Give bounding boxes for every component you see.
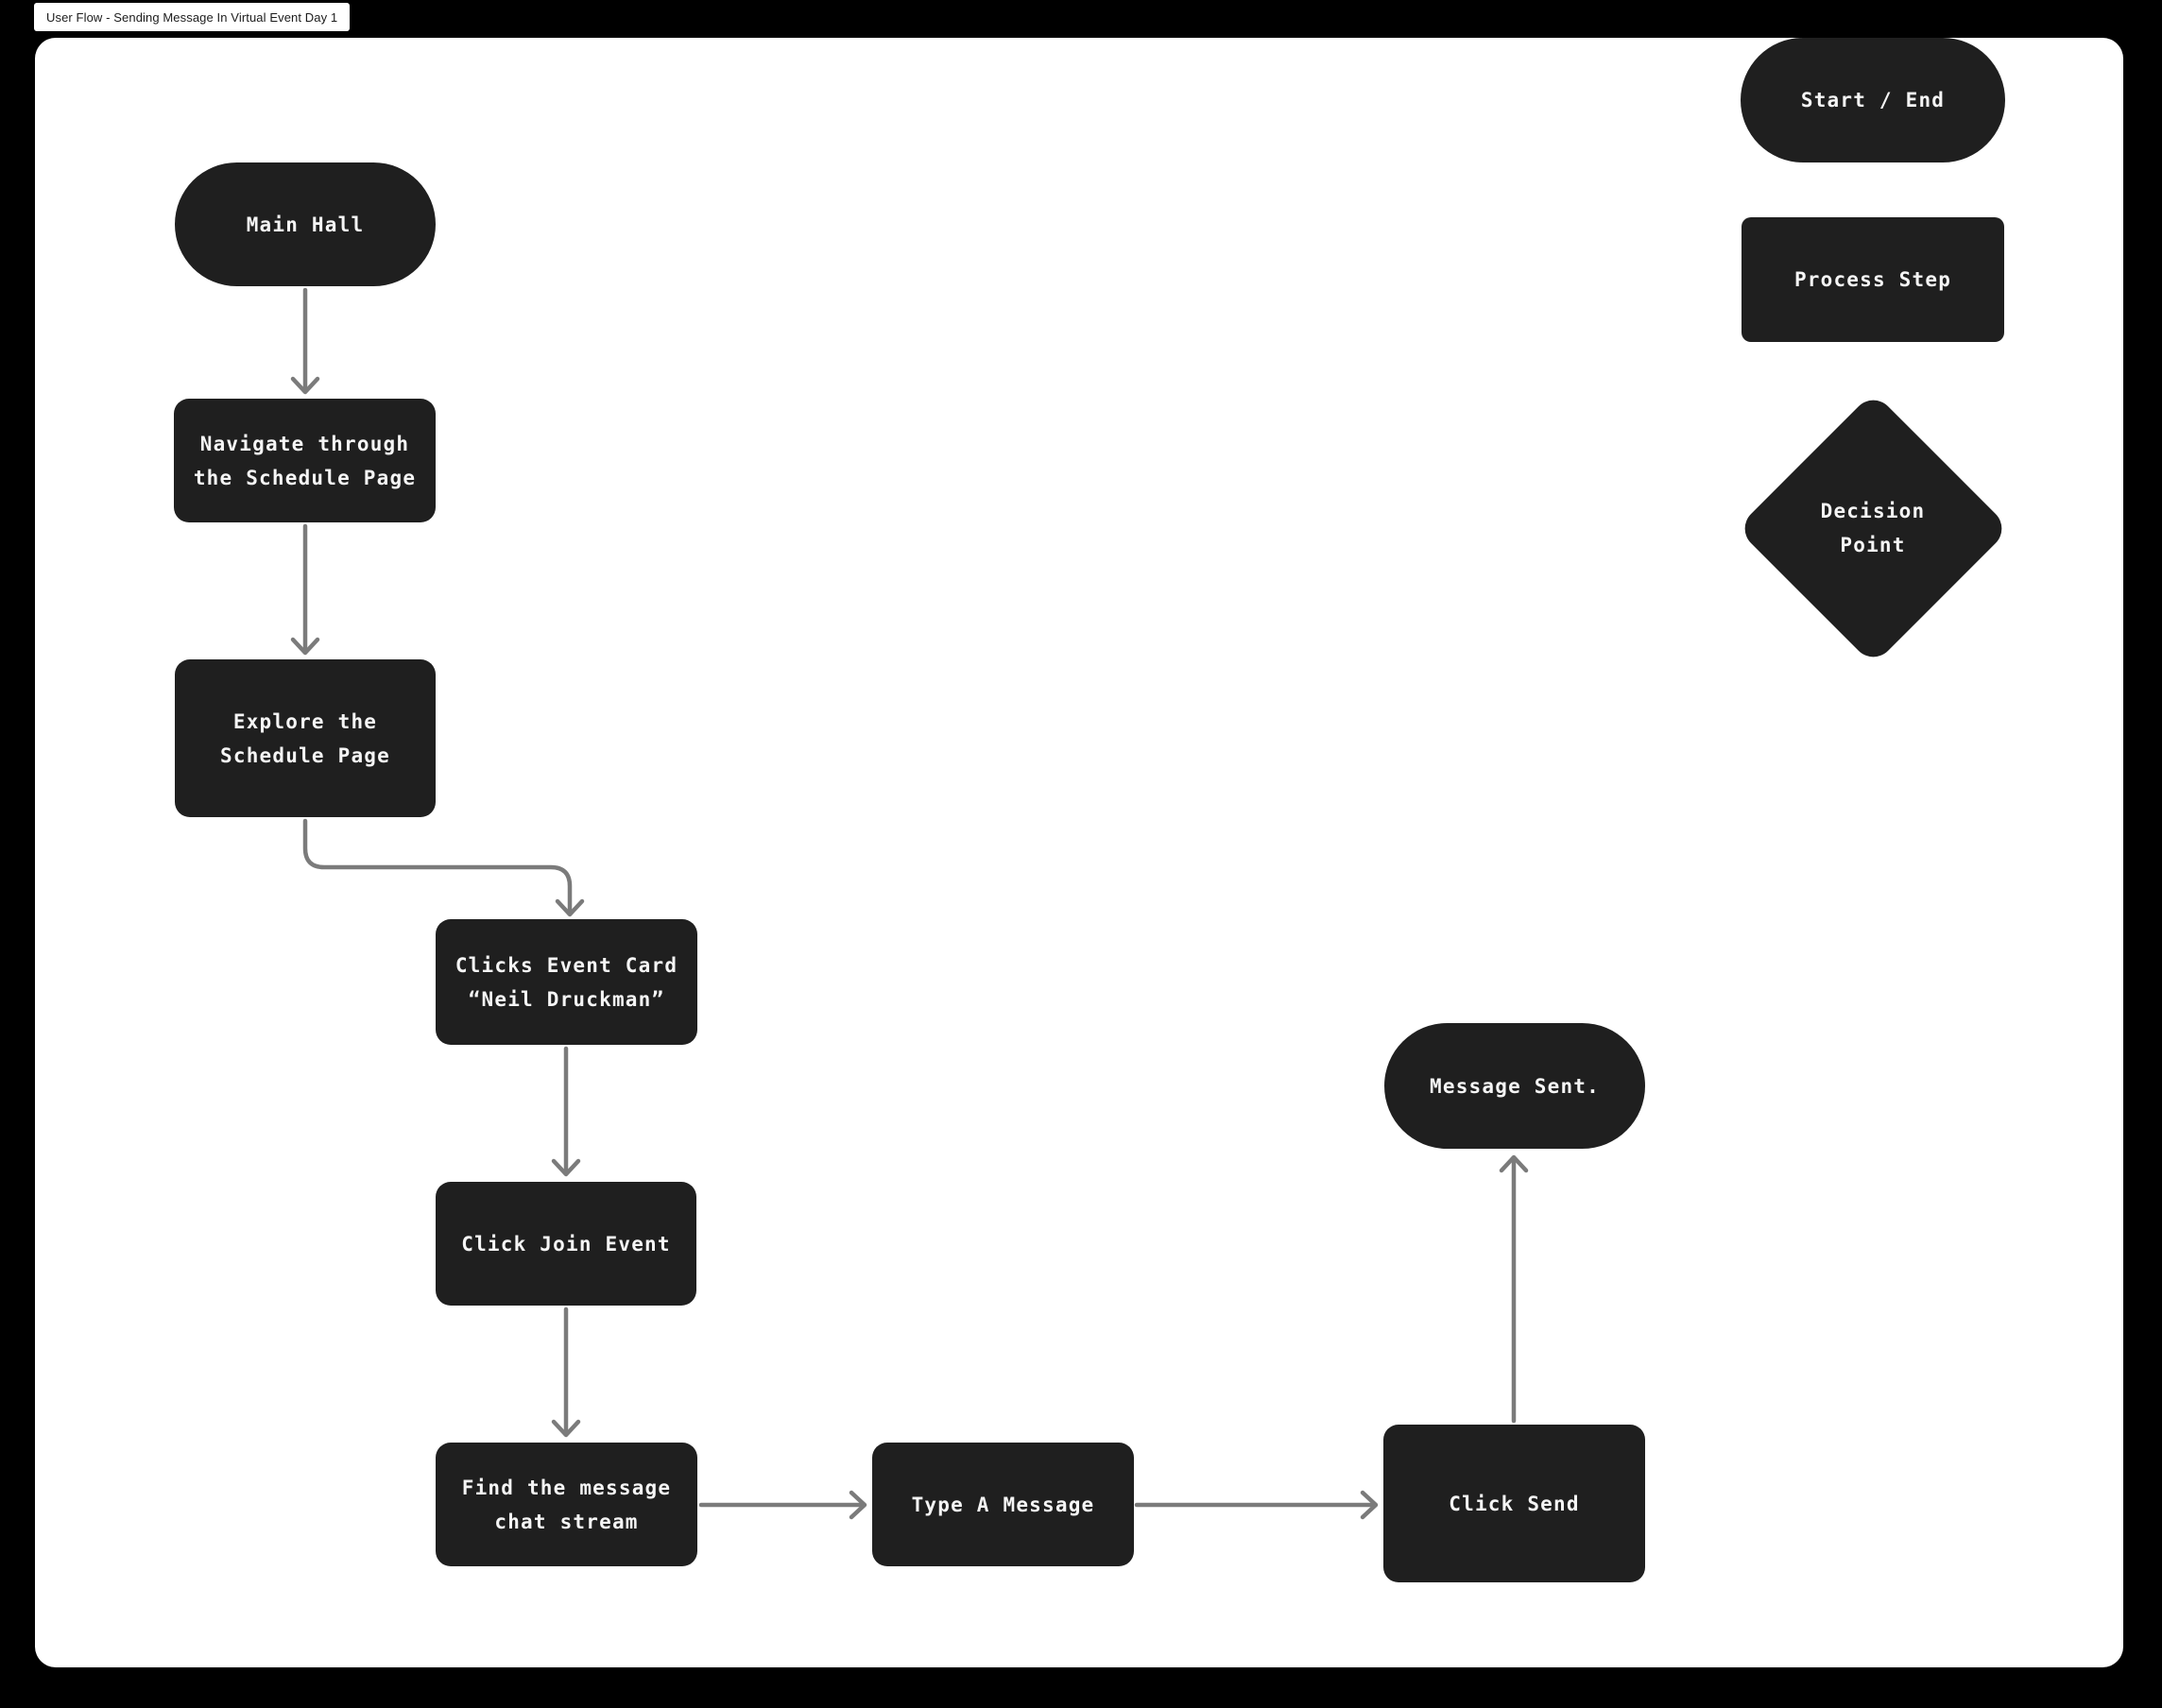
node-main-hall-label: Main Hall [246,213,365,236]
frame-title-tab[interactable]: User Flow - Sending Message In Virtual E… [34,3,351,31]
node-click-join-event-label: Click Join Event [461,1232,671,1255]
legend-process-step-label: Process Step [1793,268,1952,291]
node-explore-schedule-label: Explore the Schedule Page [220,709,390,767]
node-message-sent-label: Message Sent. [1430,1074,1600,1098]
legend-start-end[interactable]: Start / End [1741,38,2005,162]
node-clicks-event-card-label: Clicks Event Card “Neil Druckman” [455,953,678,1011]
node-click-send[interactable]: Click Send [1383,1425,1645,1582]
node-find-chat-stream-label: Find the message chat stream [461,1476,672,1533]
frame-title: User Flow - Sending Message In Virtual E… [46,9,338,25]
node-type-a-message[interactable]: Type A Message [872,1443,1134,1566]
legend-start-end-label: Start / End [1800,89,1946,111]
node-type-a-message-label: Type A Message [911,1493,1095,1516]
node-navigate-schedule[interactable]: Navigate through the Schedule Page [174,399,436,522]
legend-decision-point[interactable]: Decision Point [1731,391,2015,665]
node-main-hall[interactable]: Main Hall [175,162,436,286]
node-message-sent[interactable]: Message Sent. [1384,1023,1645,1149]
node-navigate-schedule-label: Navigate through the Schedule Page [193,432,417,489]
node-clicks-event-card[interactable]: Clicks Event Card “Neil Druckman” [436,919,697,1045]
legend-process-step[interactable]: Process Step [1742,217,2004,342]
node-find-chat-stream[interactable]: Find the message chat stream [436,1443,697,1566]
node-click-join-event[interactable]: Click Join Event [436,1182,696,1306]
node-explore-schedule[interactable]: Explore the Schedule Page [175,659,436,817]
legend-decision-point-label: Decision Point [1820,500,1926,556]
node-click-send-label: Click Send [1449,1492,1580,1515]
